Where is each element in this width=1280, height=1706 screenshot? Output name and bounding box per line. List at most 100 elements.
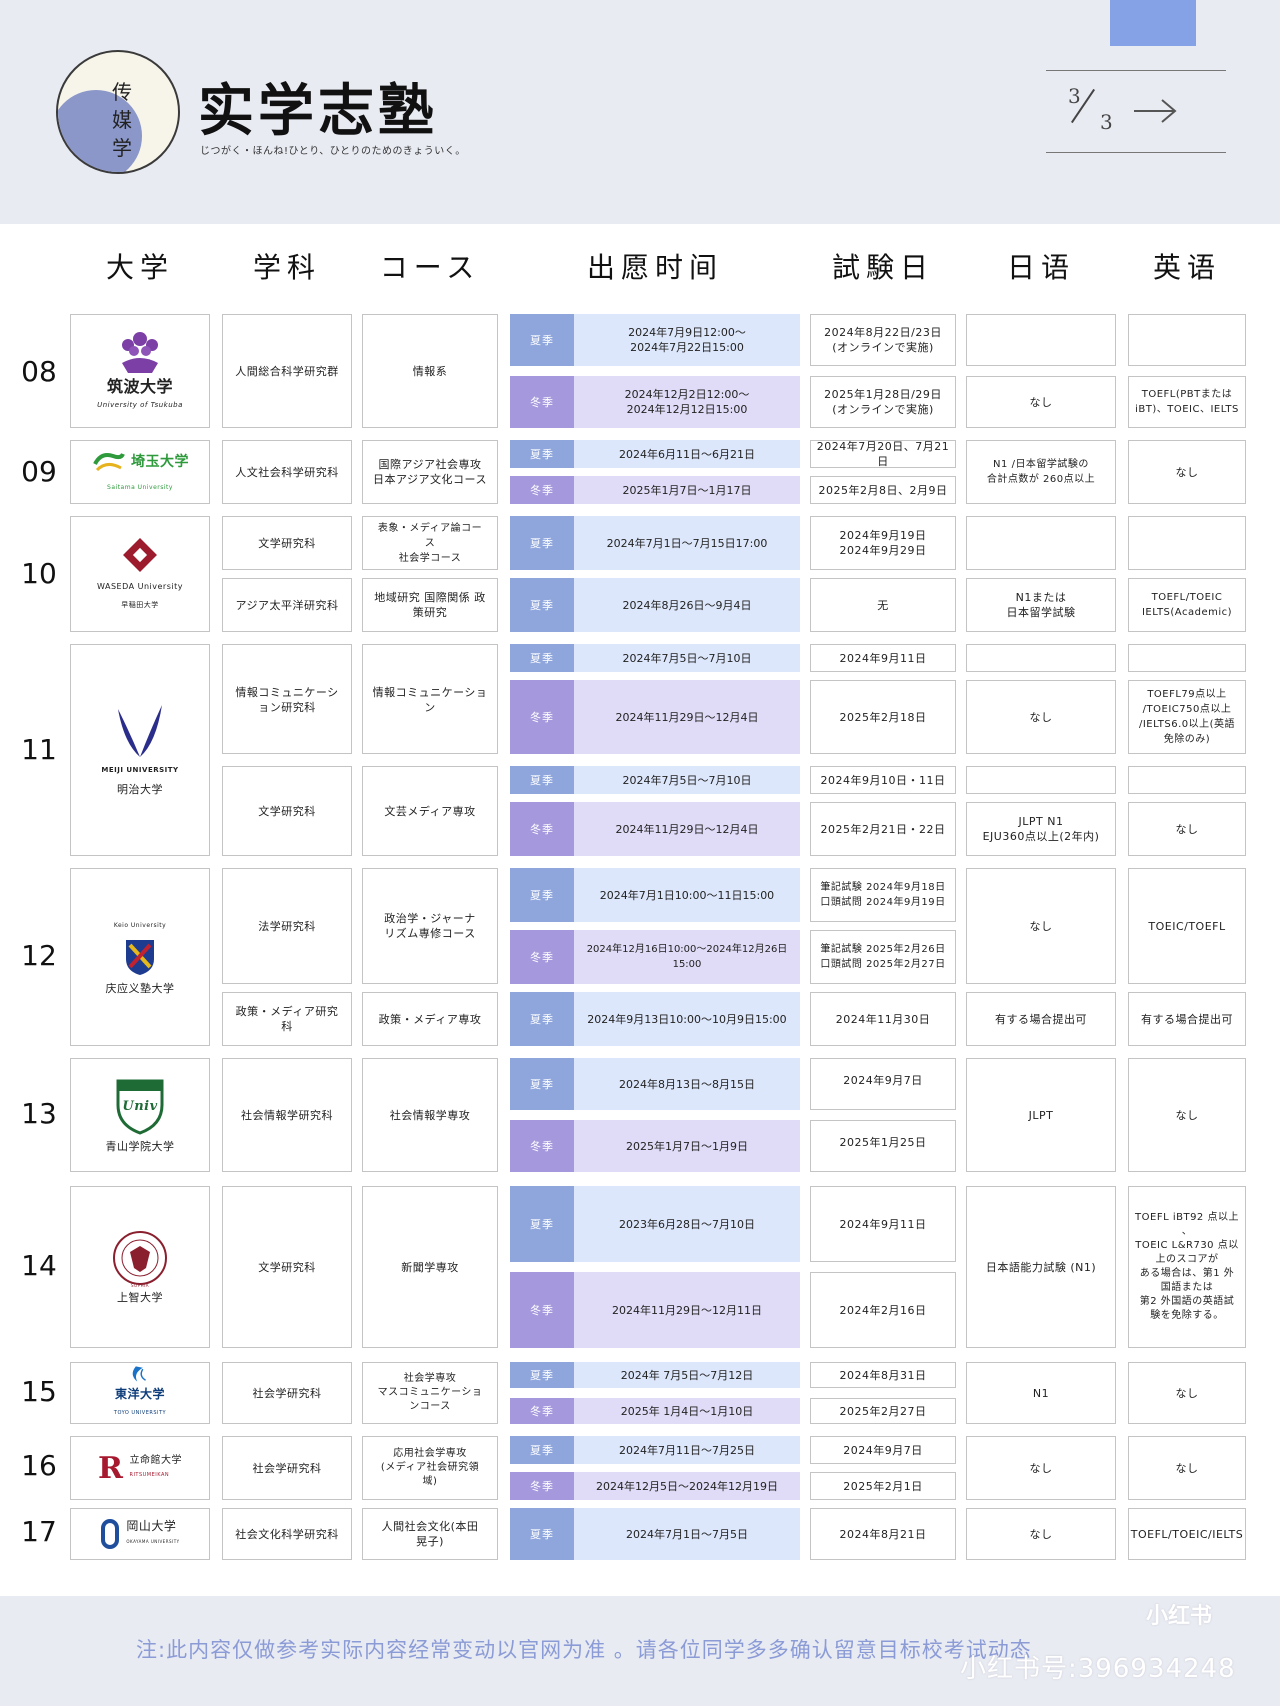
- university-sub: University of Tsukuba: [97, 401, 183, 409]
- university-sub: 上智大学: [117, 1290, 163, 1304]
- summer-tag: 夏季: [510, 644, 574, 672]
- summer-tag: 夏季: [510, 992, 574, 1046]
- course-cell: 文芸メディア専攻: [362, 766, 498, 856]
- summer-tag: 夏季: [510, 440, 574, 468]
- winter-exam: 2025年2月27日: [810, 1398, 956, 1424]
- en-req-empty: [1128, 516, 1246, 570]
- row-number: 09: [21, 455, 57, 488]
- jp-req: なし: [966, 376, 1116, 428]
- summer-exam: 2024年11月30日: [810, 992, 956, 1046]
- jp-req: JLPT N1 EJU360点以上(2年内): [966, 802, 1116, 856]
- en-req: TOEFL(PBTまたは iBT)、TOEIC、IELTS: [1128, 376, 1246, 428]
- meiji-emblem-icon: [118, 705, 162, 757]
- summer-period: 2024年8月13日～8月15日: [574, 1058, 800, 1110]
- summer-exam: 2024年9月11日: [810, 1186, 956, 1262]
- aoyama-shield-icon: Univ: [114, 1077, 166, 1135]
- tsukuba-emblem-icon: [122, 332, 158, 373]
- university-name: WASEDA University: [97, 582, 183, 591]
- university-cell[interactable]: 筑波大学 University of Tsukuba: [70, 314, 210, 428]
- university-cell[interactable]: WASEDA University 早稲田大学: [70, 516, 210, 632]
- en-req: なし: [1128, 1362, 1246, 1424]
- university-name: SOPHIA: [130, 1282, 150, 1288]
- winter-tag: 冬季: [510, 376, 574, 428]
- university-name: 埼玉大学: [131, 454, 189, 470]
- en-req: なし: [1128, 1058, 1246, 1172]
- summer-tag: 夏季: [510, 1058, 574, 1110]
- university-sub: RITSUMEIKAN: [129, 1472, 170, 1478]
- dept-cell: 社会文化科学研究科: [222, 1508, 352, 1560]
- winter-tag: 冬季: [510, 680, 574, 754]
- university-sub: 明治大学: [117, 783, 163, 796]
- winter-exam: 2025年2月21日・22日: [810, 802, 956, 856]
- winter-exam: 2025年2月8日、2月9日: [810, 476, 956, 504]
- row-number: 17: [21, 1515, 57, 1548]
- university-cell[interactable]: 東洋大学 TOYO UNIVERSITY: [70, 1362, 210, 1424]
- university-sub: OKAYAMA UNIVERSITY: [126, 1539, 180, 1544]
- sophia-seal-shape-icon: [113, 1230, 167, 1285]
- en-req-empty: [1128, 766, 1246, 794]
- university-cell[interactable]: SOPHIA 上智大学: [70, 1186, 210, 1348]
- summer-tag: 夏季: [510, 516, 574, 570]
- summer-exam: 2024年8月31日: [810, 1362, 956, 1388]
- summer-period: 2024年7月11日～7月25日: [574, 1436, 800, 1464]
- winter-tag: 冬季: [510, 802, 574, 856]
- row-number: 11: [21, 733, 57, 766]
- page-total: 3: [1100, 110, 1113, 134]
- summer-period: 2024年 7月5日～7月12日: [574, 1362, 800, 1388]
- col-header-en: 英语: [1152, 251, 1221, 284]
- ritsumeikan-text: 立命館大学 RITSUMEIKAN: [129, 1453, 182, 1483]
- winter-tag: 冬季: [510, 1120, 574, 1172]
- jp-req: なし: [966, 680, 1116, 754]
- logo-blob: [58, 90, 142, 172]
- winter-period: 2024年11月29日～12月11日: [574, 1272, 800, 1348]
- next-page-arrow-icon[interactable]: [1132, 96, 1178, 126]
- dept-cell: 人間総合科学研究群: [222, 314, 352, 428]
- university-cell[interactable]: Keio University 庆应义塾大学: [70, 868, 210, 1046]
- summer-exam: 2024年8月21日: [810, 1508, 956, 1560]
- university-cell[interactable]: R 立命館大学 RITSUMEIKAN: [70, 1436, 210, 1500]
- summer-period: 2024年7月1日10:00～11日15:00: [574, 868, 800, 922]
- col-header-period: 出愿时间: [586, 251, 723, 284]
- col-header-exam: 試験日: [831, 251, 934, 284]
- summer-tag: 夏季: [510, 766, 574, 794]
- row-number: 16: [21, 1449, 57, 1482]
- jp-req: 日本語能力試験 (N1): [966, 1186, 1116, 1348]
- ritsumeikan-r-icon: R: [98, 1450, 124, 1486]
- summer-tag: 夏季: [510, 1436, 574, 1464]
- winter-exam: 2025年2月1日: [810, 1472, 956, 1500]
- row-number: 13: [21, 1097, 57, 1130]
- winter-exam: 2025年1月25日: [810, 1120, 956, 1172]
- summer-exam: 筆記試験 2024年9月18日 口頭試問 2024年9月19日: [810, 868, 956, 922]
- logo-badge: 传 媒 学: [56, 50, 180, 174]
- university-name: Univ: [122, 1098, 158, 1114]
- summer-tag: 夏季: [510, 1508, 574, 1560]
- dept-cell: 法学研究科: [222, 868, 352, 984]
- winter-tag: 冬季: [510, 1272, 574, 1348]
- university-sub: 早稲田大学: [121, 601, 159, 609]
- en-req: TOEFL iBT92 点以上 、 TOEIC L&R730 点以 上のスコアが…: [1128, 1186, 1246, 1348]
- university-cell[interactable]: 岡山大学 OKAYAMA UNIVERSITY: [70, 1508, 210, 1560]
- dept-cell: アジア太平洋研究科: [222, 578, 352, 632]
- university-cell[interactable]: MEIJI UNIVERSITY 明治大学: [70, 644, 210, 856]
- winter-period: 2024年12月16日10:00～2024年12月26日 15:00: [574, 930, 800, 984]
- university-cell[interactable]: Univ 青山学院大学: [70, 1058, 210, 1172]
- jp-req-empty: [966, 516, 1116, 570]
- winter-tag: 冬季: [510, 1398, 574, 1424]
- brand-title: 实学志塾: [198, 78, 438, 144]
- summer-tag: 夏季: [510, 578, 574, 632]
- course-cell: 応用社会学専攻 (メディア社会研究領 域): [362, 1436, 498, 1500]
- university-sub: TOYO UNIVERSITY: [113, 1410, 167, 1416]
- summer-period: 2024年7月5日～7月10日: [574, 644, 800, 672]
- jp-req-empty: [966, 314, 1116, 366]
- col-header-dept: 学科: [252, 251, 321, 284]
- dept-cell: 人文社会科学研究科: [222, 440, 352, 504]
- en-req: TOEIC/TOEFL: [1128, 868, 1246, 984]
- dept-cell: 文学研究科: [222, 1186, 352, 1348]
- summer-period: 2024年9月13日10:00～10月9日15:00: [574, 992, 800, 1046]
- dept-cell: 文学研究科: [222, 516, 352, 570]
- en-req: なし: [1128, 1436, 1246, 1500]
- winter-tag: 冬季: [510, 1472, 574, 1500]
- university-cell[interactable]: 埼玉大学 Saitama University: [70, 440, 210, 504]
- winter-exam: 2025年1月28日/29日 (オンラインで実施): [810, 376, 956, 428]
- logo-char-3: 学: [112, 136, 132, 160]
